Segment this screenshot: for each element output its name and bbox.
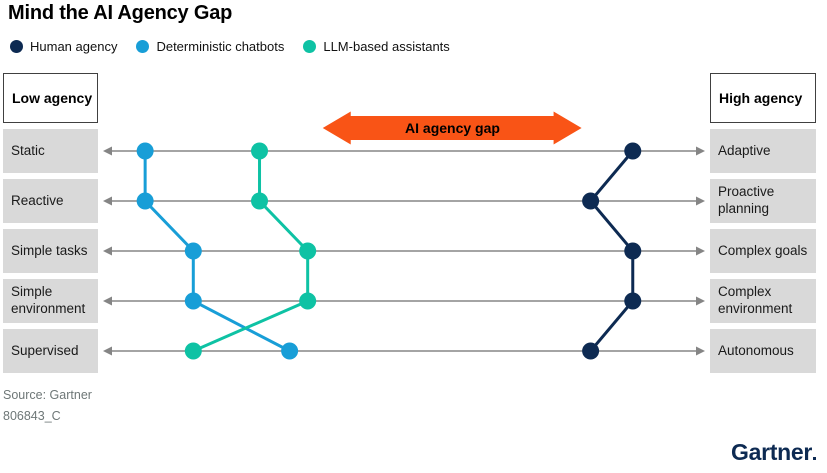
label-proactive-planning: Proactive planning	[710, 179, 816, 223]
gartner-logo: Gartner	[731, 439, 816, 466]
document-id: 806843_C	[3, 409, 61, 423]
legend-dot-deterministic-chatbots	[136, 40, 150, 53]
gartner-logo-text: Gartner	[731, 439, 812, 465]
legend-item-deterministic-chatbots: Deterministic chatbots	[136, 39, 284, 54]
ai-agency-gap-annotation: AI agency gap	[405, 120, 500, 136]
label-simple-environment: Simple environment	[3, 279, 98, 323]
source-note: Source: Gartner 806843_C	[3, 385, 92, 427]
low-agency-header: Low agency	[3, 73, 98, 123]
high-agency-header: High agency	[710, 73, 816, 123]
label-supervised: Supervised	[3, 329, 98, 373]
legend-label: LLM-based assistants	[323, 39, 450, 54]
page-title: Mind the AI Agency Gap	[8, 2, 233, 24]
legend-item-human-agency: Human agency	[10, 39, 117, 54]
label-static: Static	[3, 129, 98, 173]
legend-label: Human agency	[30, 39, 118, 54]
source-line: Source: Gartner	[3, 388, 92, 402]
label-autonomous: Autonomous	[710, 329, 816, 373]
logo-trademark-dot	[813, 457, 816, 460]
label-complex-goals: Complex goals	[710, 229, 816, 273]
label-simple-tasks: Simple tasks	[3, 229, 98, 273]
label-complex-environment: Complex environment	[710, 279, 816, 323]
legend-dot-llm-based-assistants	[303, 40, 317, 53]
legend-item-llm-based-assistants: LLM-based assistants	[303, 39, 450, 54]
label-reactive: Reactive	[3, 179, 98, 223]
legend-label: Deterministic chatbots	[156, 39, 285, 54]
legend: Human agency Deterministic chatbots LLM-…	[10, 39, 450, 54]
legend-dot-human-agency	[10, 40, 23, 53]
label-adaptive: Adaptive	[710, 129, 816, 173]
